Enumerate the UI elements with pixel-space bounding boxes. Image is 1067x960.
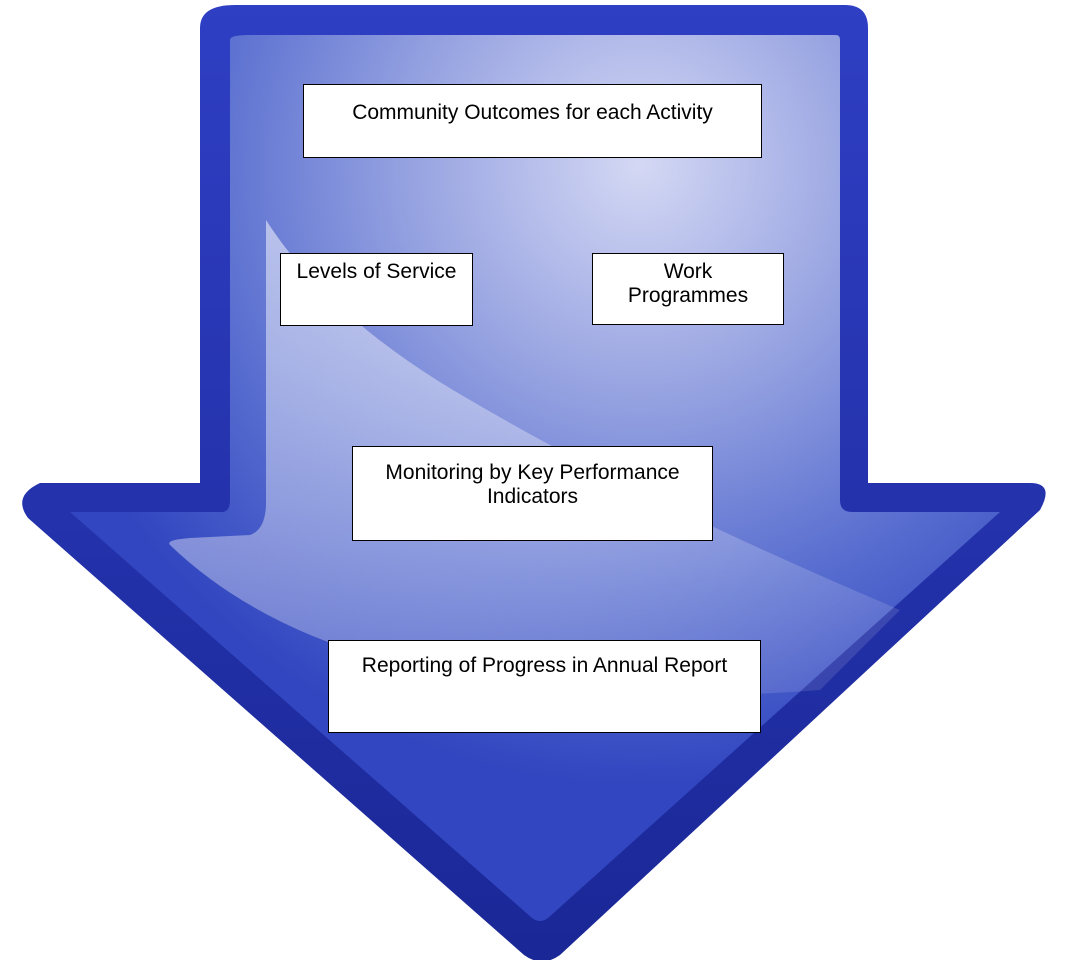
levels-of-service-box: Levels of Service [280, 253, 473, 326]
work-programmes-box: Work Programmes [592, 253, 784, 325]
annual-report-box: Reporting of Progress in Annual Report [328, 640, 761, 733]
kpi-monitoring-box: Monitoring by Key Performance Indicators [352, 446, 713, 541]
community-outcomes-box: Community Outcomes for each Activity [303, 84, 762, 158]
